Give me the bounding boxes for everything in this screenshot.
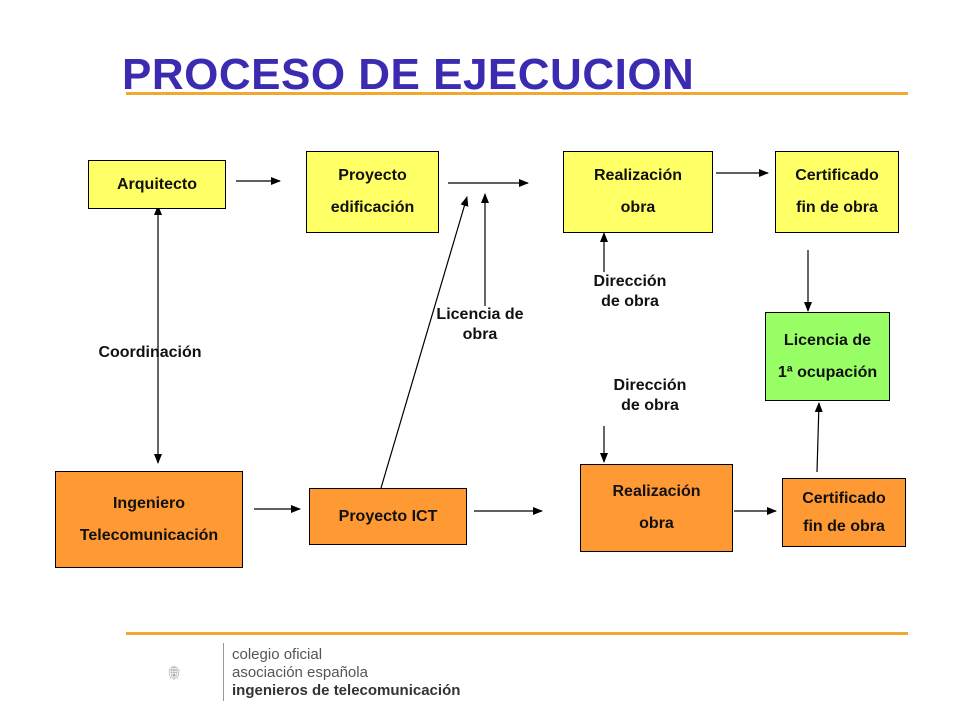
label-coordinacion-line1: Coordinación <box>98 344 202 361</box>
box-proyecto-ict-line1: Proyecto ICT <box>338 507 438 525</box>
box-licencia-ocupacion-line2: 1ª ocupación <box>777 363 878 381</box>
box-licencia-ocupacion-line1: Licencia de <box>783 331 872 349</box>
box-arquitecto: Arquitecto <box>88 160 226 209</box>
logo-line3: ingenieros de telecomunicación <box>232 682 461 699</box>
box-certificado-bottom: Certificado fin de obra <box>782 478 906 547</box>
logo-separator <box>223 643 224 701</box>
arrow-ict-to-proyecto-edificacion <box>380 196 469 489</box>
box-realizacion-bottom-line2: obra <box>639 515 674 532</box>
label-coordinacion: Coordinación <box>70 343 230 363</box>
label-direccion-top: Dirección de obra <box>565 272 695 312</box>
box-proyecto-edificacion-line1: Proyecto <box>338 167 407 185</box>
box-proyecto-edificacion-line2: edificación <box>330 199 415 216</box>
box-realizacion-top-line1: Realización <box>593 167 683 185</box>
box-licencia-ocupacion: Licencia de 1ª ocupación <box>765 312 890 401</box>
label-licencia-obra-line1: Licencia de <box>436 306 524 323</box>
logo-line2: asociación española <box>232 664 368 681</box>
box-realizacion-obra-top: Realización obra <box>563 151 713 233</box>
page-title: PROCESO DE EJECUCION <box>122 50 695 99</box>
box-certificado-top-line2: fin de obra <box>796 199 878 216</box>
logo-text: colegio oficial asociación española inge… <box>232 646 460 700</box>
box-ingeniero: Ingeniero Telecomunicación <box>55 471 243 568</box>
box-ingeniero-line2: Telecomunicación <box>79 526 219 544</box>
label-direccion-top-line2: de obra <box>601 293 659 310</box>
label-direccion-bottom: Dirección de obra <box>585 376 715 416</box>
box-arquitecto-line1: Arquitecto <box>117 175 197 193</box>
box-certificado-top: Certificado fin de obra <box>775 151 899 233</box>
label-direccion-bottom-line1: Dirección <box>613 377 687 394</box>
title-underline <box>126 92 908 95</box>
box-certificado-top-line1: Certificado <box>795 167 879 185</box>
footer-rule <box>126 632 908 635</box>
label-licencia-obra: Licencia de obra <box>410 305 550 345</box>
arrow-certificado-bottom-to-licencia <box>814 402 823 473</box>
label-direccion-bottom-line2: de obra <box>621 397 679 414</box>
box-proyecto-edificacion: Proyecto edificación <box>306 151 439 233</box>
label-licencia-obra-line2: obra <box>462 326 498 343</box>
logo-line1: colegio oficial <box>232 646 323 663</box>
box-realizacion-top-line2: obra <box>620 199 656 216</box>
coat-of-arms-icon <box>168 666 180 680</box>
box-realizacion-bottom-line1: Realización <box>612 483 701 501</box>
box-certificado-bottom-line2: fin de obra <box>803 517 885 535</box>
box-certificado-bottom-line1: Certificado <box>802 489 886 507</box>
box-proyecto-ict: Proyecto ICT <box>309 488 467 545</box>
box-realizacion-obra-bottom: Realización obra <box>580 464 733 552</box>
box-ingeniero-line1: Ingeniero <box>112 494 185 512</box>
label-direccion-top-line1: Dirección <box>593 273 667 290</box>
